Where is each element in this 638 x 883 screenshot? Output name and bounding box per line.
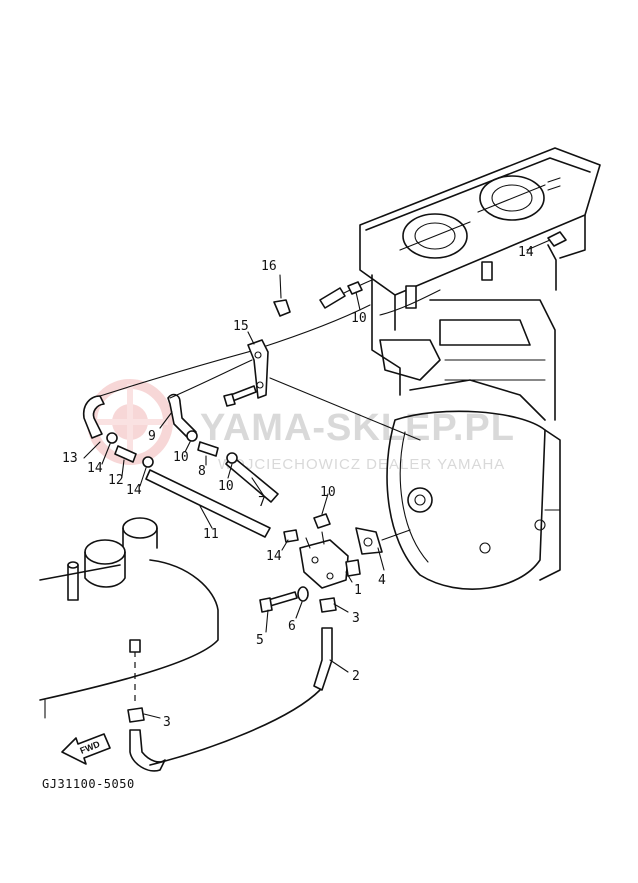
callout-14-engine: 14 [518, 245, 534, 260]
tank-hose [129, 729, 166, 772]
callout-labels: 16 10 14 15 9 13 14 12 14 10 8 10 7 11 1… [62, 245, 534, 730]
callout-1: 1 [354, 583, 362, 598]
callout-14-left: 14 [87, 461, 103, 476]
hoses [82, 393, 333, 772]
callout-11: 11 [203, 527, 219, 542]
fuel-hose-13 [82, 395, 105, 439]
callout-14-lower: 14 [126, 483, 142, 498]
bracket-15 [247, 339, 269, 399]
fuel-hose-11 [145, 469, 271, 538]
callout-7: 7 [258, 495, 266, 510]
watermark-brand: YAMA-SKLEP.PL [200, 407, 515, 449]
callout-5: 5 [256, 633, 264, 648]
clip-16 [273, 299, 291, 317]
fuel-hose-9 [167, 393, 197, 440]
callout-3-upper: 3 [352, 611, 360, 626]
drawing-code: GJ31100-5050 [42, 777, 135, 791]
fwd-arrow-icon: FWD [61, 733, 111, 765]
callout-10-left: 10 [173, 450, 189, 465]
callout-4: 4 [378, 573, 386, 588]
callout-13: 13 [62, 451, 78, 466]
callout-12: 12 [108, 473, 124, 488]
callout-9: 9 [148, 429, 156, 444]
fuel-hose-2 [313, 627, 333, 691]
small-parts [106, 231, 567, 723]
callout-8: 8 [198, 464, 206, 479]
callout-6: 6 [288, 619, 296, 634]
callout-10-mid: 10 [218, 479, 234, 494]
callout-2: 2 [352, 669, 360, 684]
callout-14-cock: 14 [266, 549, 282, 564]
callout-16: 16 [261, 259, 277, 274]
callout-10-cock: 10 [320, 485, 336, 500]
callout-15: 15 [233, 319, 249, 334]
engine-block [359, 147, 601, 421]
leader-lines [83, 239, 551, 719]
fuel-tank [39, 517, 219, 719]
watermark-tagline: WOJCIECHOWICZ DEALER YAMAHA [218, 456, 505, 473]
flywheel-cover [386, 410, 561, 590]
callout-3-lower: 3 [163, 715, 171, 730]
fuel-cock-1 [299, 531, 361, 589]
callout-10-engine: 10 [351, 311, 367, 326]
